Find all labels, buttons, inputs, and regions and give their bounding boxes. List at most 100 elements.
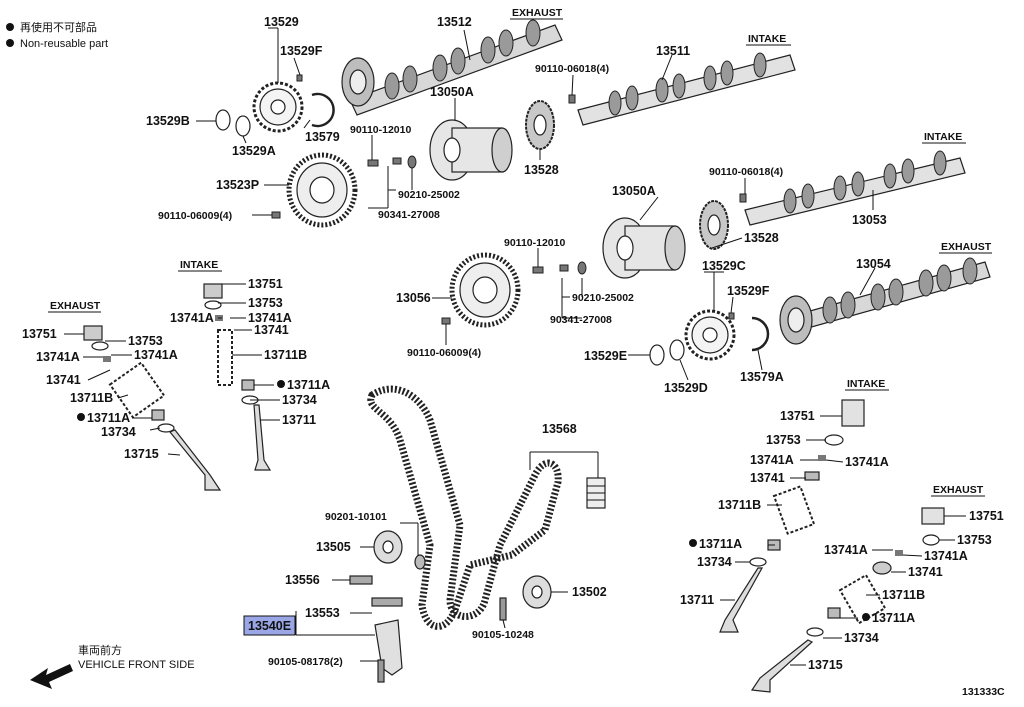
label-r-exhaust-13715: 13715	[808, 658, 843, 672]
label-r-exhaust-13741A-2: 13741A	[924, 549, 968, 563]
label-r-intake-13711A: 13711A	[699, 537, 742, 551]
label-intake-13711: 13711	[282, 413, 316, 427]
direction-label-en: VEHICLE FRONT SIDE	[78, 659, 195, 671]
gear-13528-right	[699, 200, 729, 250]
non-reusable-bullet-icon	[862, 613, 870, 621]
highlighted-part-box[interactable]	[243, 615, 296, 636]
non-reusable-bullet-icon	[6, 23, 14, 31]
label-13529F: 13529F	[280, 44, 323, 58]
vvt-unit-13050A-right	[602, 217, 686, 279]
belt-tooth-detail	[586, 477, 606, 509]
header-exhaust-top: EXHAUST	[512, 7, 563, 19]
header-exhaust-left: EXHAUST	[50, 300, 101, 312]
label-90110-06018-b: 90110-06018(4)	[709, 166, 783, 178]
label-intake-13751: 13751	[248, 277, 283, 291]
label-r-exhaust-13741: 13741	[908, 565, 943, 579]
label-13502: 13502	[572, 585, 607, 599]
label-90201-10101: 90201-10101	[325, 511, 387, 523]
label-r-intake-13734: 13734	[697, 555, 732, 569]
label-intake-13711B: 13711B	[264, 348, 307, 362]
label-13529D: 13529D	[664, 381, 708, 395]
label-90110-06018: 90110-06018(4)	[535, 63, 609, 75]
label-90105-08178: 90105-08178(2)	[268, 656, 343, 668]
label-13540E[interactable]: 13540E	[248, 619, 291, 633]
label-13529F-b: 13529F	[727, 284, 770, 298]
camshaft-13511	[577, 52, 796, 126]
label-13050A: 13050A	[430, 85, 474, 99]
label-exhaust-13734: 13734	[101, 425, 136, 439]
non-reusable-bullet-icon	[689, 539, 697, 547]
label-90110-12010: 90110-12010	[350, 124, 411, 136]
diagram-code: 131333C	[962, 686, 1005, 698]
label-r-exhaust-13734: 13734	[844, 631, 879, 645]
label-exhaust-13751: 13751	[22, 327, 57, 341]
non-reusable-bullet-icon	[77, 413, 85, 421]
label-13529E: 13529E	[584, 349, 627, 363]
camshaft-13054	[779, 257, 991, 345]
header-intake-left: INTAKE	[180, 259, 218, 271]
label-13512: 13512	[437, 15, 472, 29]
label-13529C: 13529C	[702, 259, 746, 273]
label-exhaust-13741: 13741	[46, 373, 81, 387]
label-r-exhaust-13753: 13753	[957, 533, 992, 547]
label-13050A-b: 13050A	[612, 184, 656, 198]
non-reusable-bullet-icon	[6, 39, 14, 47]
label-r-intake-13711: 13711	[680, 593, 714, 607]
gear-13528-top	[525, 100, 555, 150]
label-exhaust-13741A-1: 13741A	[36, 350, 80, 364]
label-90110-06009: 90110-06009(4)	[158, 210, 232, 222]
label-13553: 13553	[305, 606, 340, 620]
label-intake-13741A-1: 13741A	[170, 311, 214, 325]
label-13054: 13054	[856, 257, 891, 271]
label-r-exhaust-13751: 13751	[969, 509, 1004, 523]
label-13579A: 13579A	[740, 370, 784, 384]
label-r-exhaust-13711A: 13711A	[872, 611, 915, 625]
label-13529: 13529	[264, 15, 299, 29]
label-exhaust-13711A: 13711A	[87, 411, 130, 425]
label-90341-27008: 90341-27008	[378, 209, 440, 221]
label-13529A: 13529A	[232, 144, 276, 158]
label-intake-13741A-2: 13741A	[248, 311, 292, 325]
valve-train-exhaust-left	[83, 325, 222, 491]
label-exhaust-13753: 13753	[128, 334, 163, 348]
label-r-exhaust-13741A-1: 13741A	[824, 543, 868, 557]
sprocket-13529	[252, 81, 304, 133]
label-r-intake-13711B: 13711B	[718, 498, 761, 512]
timing-belt-13568	[367, 385, 562, 630]
label-r-intake-13741A-2: 13741A	[845, 455, 889, 469]
label-exhaust-13711B: 13711B	[70, 391, 113, 405]
label-intake-13711A: 13711A	[287, 378, 330, 392]
camshaft-13512	[341, 19, 563, 116]
label-13529B: 13529B	[146, 114, 190, 128]
label-90110-12010-b: 90110-12010	[504, 237, 565, 249]
legend-line-en: Non-reusable part	[20, 38, 108, 50]
label-13505: 13505	[316, 540, 351, 554]
label-intake-13753: 13753	[248, 296, 283, 310]
label-intake-13734: 13734	[282, 393, 317, 407]
label-r-intake-13751: 13751	[780, 409, 815, 423]
header-exhaust-lower: EXHAUST	[933, 484, 984, 496]
sprocket-13529C	[684, 309, 736, 361]
pulley-13056	[449, 252, 521, 328]
label-r-exhaust-13711B: 13711B	[882, 588, 925, 602]
label-90105-10248: 90105-10248	[472, 629, 534, 641]
label-intake-13741: 13741	[254, 323, 289, 337]
label-13568: 13568	[542, 422, 577, 436]
label-exhaust-13741A-2: 13741A	[134, 348, 178, 362]
valve-train-exhaust-right	[750, 507, 945, 693]
label-90210-25002: 90210-25002	[398, 189, 460, 201]
non-reusable-bullet-icon	[277, 380, 285, 388]
header-intake-lower: INTAKE	[847, 378, 885, 390]
label-exhaust-13715: 13715	[124, 447, 159, 461]
label-r-intake-13741: 13741	[750, 471, 785, 485]
label-13053: 13053	[852, 213, 887, 227]
vvt-unit-13050A-top	[429, 119, 513, 181]
header-intake-right: INTAKE	[924, 131, 962, 143]
label-13528-b: 13528	[744, 231, 779, 245]
legend-line-jp: 再使用不可部品	[20, 20, 97, 34]
camshaft-13053	[744, 150, 966, 226]
vehicle-front-arrow-icon	[30, 664, 73, 689]
label-r-intake-13753: 13753	[766, 433, 801, 447]
